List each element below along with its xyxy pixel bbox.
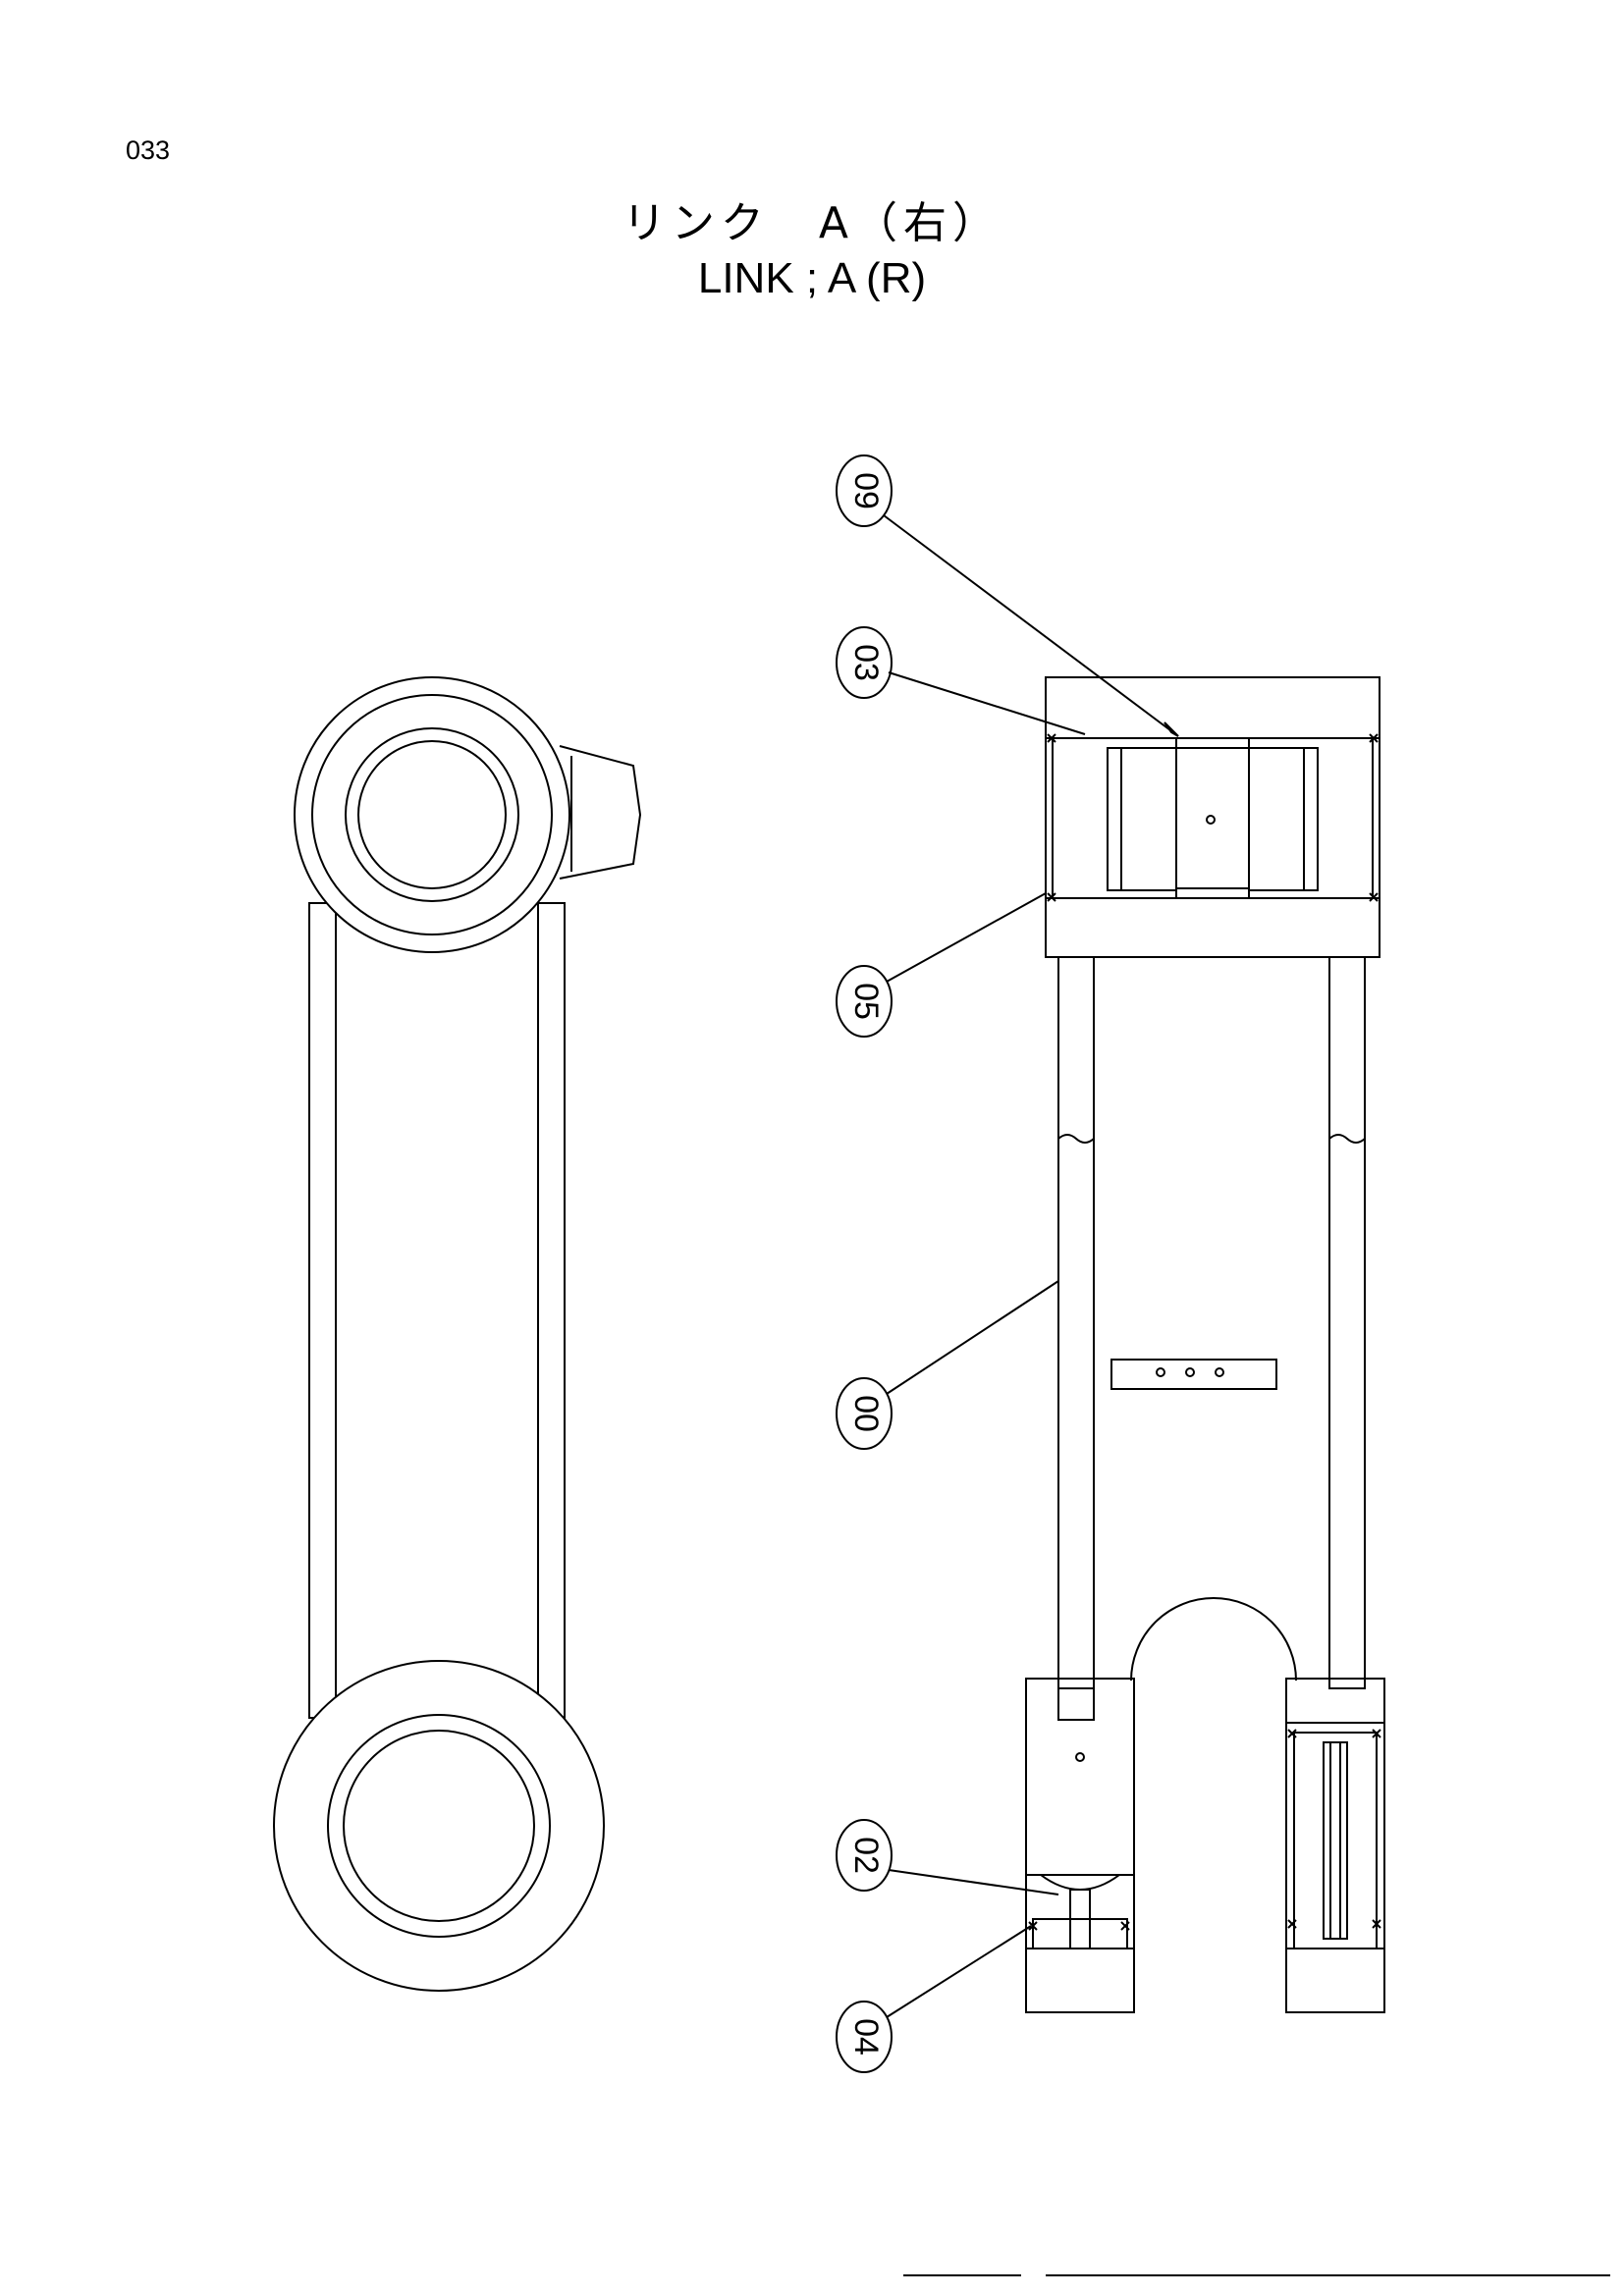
callout-05: 05 bbox=[836, 892, 1047, 1038]
title-english: LINK ; A (R) bbox=[697, 254, 927, 302]
callout-label-09: 09 bbox=[847, 472, 885, 509]
title-block: リンク A（右） LINK ; A (R) bbox=[0, 196, 1624, 306]
page-number: 033 bbox=[126, 135, 171, 165]
bottom-arch bbox=[1130, 1597, 1297, 1682]
callout-label-05: 05 bbox=[847, 983, 885, 1020]
top-bushing bbox=[1175, 737, 1250, 899]
link-body bbox=[308, 902, 566, 1719]
link-side-view bbox=[273, 676, 642, 1992]
left-side-plate bbox=[1057, 956, 1095, 1689]
callout-04: 04 bbox=[836, 1925, 1032, 2073]
callout-label-03: 03 bbox=[847, 644, 885, 681]
top-lug bbox=[559, 745, 642, 880]
title-japanese: リンク A（右） bbox=[622, 198, 1002, 248]
link-front-view bbox=[1025, 676, 1385, 2013]
top-housing bbox=[1045, 676, 1380, 958]
top-boss-outer bbox=[294, 676, 570, 953]
callout-03: 03 bbox=[836, 626, 1086, 735]
callout-00: 00 bbox=[836, 1280, 1059, 1450]
callout-label-02: 02 bbox=[847, 1837, 885, 1874]
center-plate bbox=[1110, 1359, 1277, 1390]
callout-09: 09 bbox=[836, 454, 1179, 737]
callout-label-04: 04 bbox=[847, 2018, 885, 2056]
right-fork bbox=[1285, 1678, 1385, 2013]
bottom-boss-outer bbox=[273, 1660, 605, 1992]
right-side-plate bbox=[1328, 956, 1366, 1689]
callout-label-00: 00 bbox=[847, 1395, 885, 1432]
callout-02: 02 bbox=[836, 1819, 1059, 1896]
left-fork bbox=[1025, 1678, 1135, 2013]
